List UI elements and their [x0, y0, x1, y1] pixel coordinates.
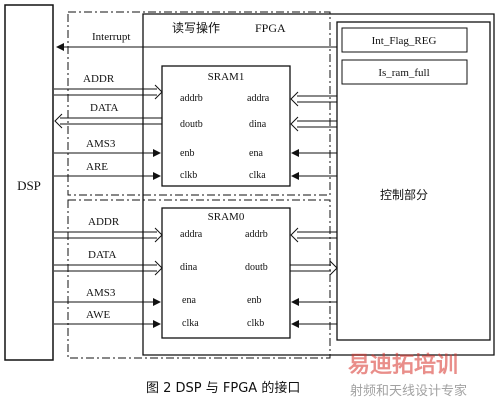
register-is-ram-full	[341, 59, 468, 85]
fpga-outline	[67, 11, 331, 196]
signal-awe: AWE	[86, 309, 110, 321]
signal-are: ARE	[86, 161, 108, 173]
addra-bus-sram1	[290, 91, 337, 107]
data-bus-top	[54, 113, 162, 129]
dsp-block	[4, 4, 54, 361]
sram1-title: SRAM1	[208, 71, 245, 83]
figure-caption: 图 2 DSP 与 FPGA 的接口	[146, 380, 300, 396]
control-block	[336, 21, 491, 341]
signal-addr-top: ADDR	[83, 73, 115, 85]
sram1-port-ena: ena	[249, 148, 263, 159]
control-label: 控制部分	[380, 187, 428, 202]
sram1-port-clka: clka	[249, 170, 266, 181]
dsp-label: DSP	[17, 178, 41, 193]
sram0-port-doutb: doutb	[245, 262, 268, 273]
addr-bus-top	[54, 84, 163, 100]
signal-data-bottom: DATA	[88, 249, 117, 261]
sram0-port-enb: enb	[247, 295, 261, 306]
register-int-flag	[341, 27, 468, 53]
sram1-block	[161, 65, 291, 187]
sram0-port-dina: dina	[180, 262, 198, 273]
signal-ams3-bottom: AMS3	[86, 287, 116, 299]
sram1-port-addra: addra	[247, 93, 270, 104]
sram0-port-clkb: clkb	[247, 318, 264, 329]
rw-operation-label: 读写操作	[172, 20, 220, 35]
watermark-sub: 射频和天线设计专家	[350, 383, 467, 399]
sram1-port-dina: dina	[249, 119, 267, 130]
sram0-port-ena: ena	[182, 295, 196, 306]
addr-bus-bottom	[54, 227, 163, 243]
sram1-port-addrb: addrb	[180, 93, 203, 104]
sram1-port-clkb: clkb	[180, 170, 197, 181]
sram0-port-addra: addra	[180, 229, 203, 240]
fpga-outline-lower	[67, 199, 331, 359]
signal-addr-bottom: ADDR	[88, 216, 120, 228]
watermark-logo: 易迪拓培训 射频和天线设计专家	[348, 352, 467, 399]
doutb-bus-sram0	[290, 260, 338, 276]
sram0-port-addrb: addrb	[245, 229, 268, 240]
fpga-frame	[142, 13, 495, 356]
data-bus-bottom	[54, 260, 163, 276]
register-int-flag-label: Int_Flag_REG	[372, 35, 437, 47]
register-is-ram-full-label: Is_ram_full	[378, 67, 429, 79]
interrupt-label: Interrupt	[92, 31, 130, 43]
sram1-port-enb: enb	[180, 148, 194, 159]
sram0-port-clka: clka	[182, 318, 199, 329]
signal-ams3-top: AMS3	[86, 138, 116, 150]
signal-data-top: DATA	[90, 102, 119, 114]
fpga-label: FPGA	[255, 21, 286, 35]
dina-bus-sram1	[290, 116, 337, 132]
addrb-bus-sram0	[290, 227, 337, 243]
sram0-title: SRAM0	[208, 211, 245, 223]
watermark-brand: 易迪拓培训	[348, 352, 458, 378]
sram0-block	[161, 207, 291, 339]
sram1-port-doutb: doutb	[180, 119, 203, 130]
